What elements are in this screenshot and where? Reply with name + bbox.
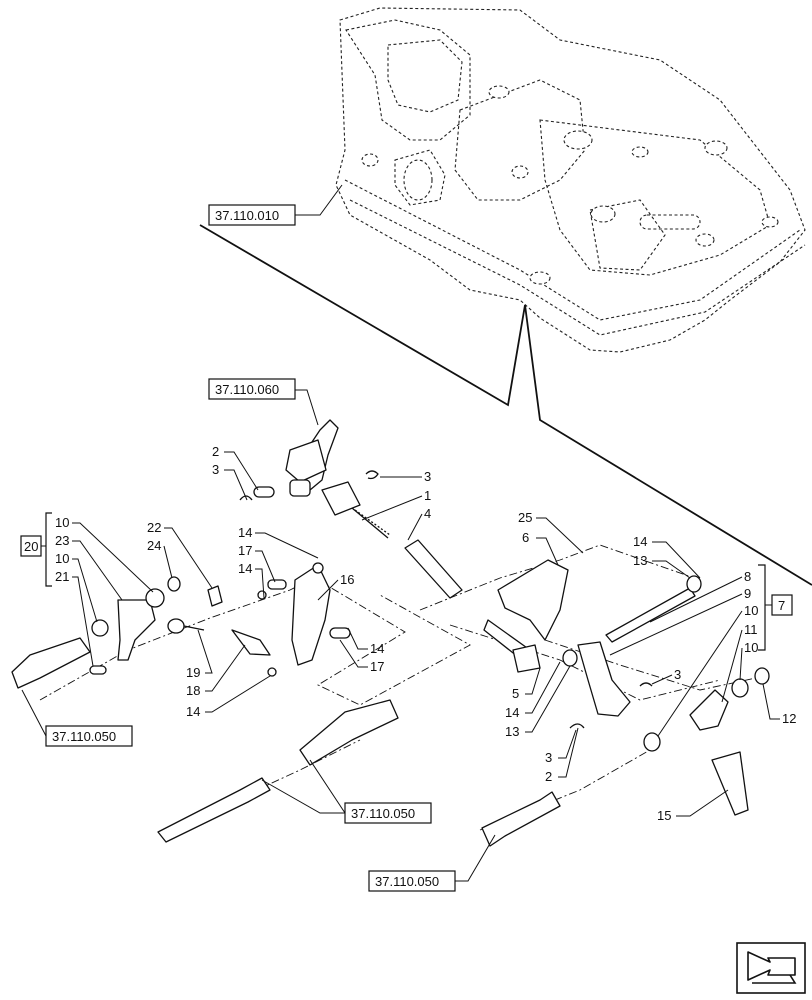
callout-16: 16 [340, 572, 354, 587]
left-arm-assembly [11, 576, 223, 689]
ref-box-bottom[interactable]: 37.110.050 [368, 834, 496, 892]
callout-13: 13 [633, 553, 647, 568]
ref-top-text: 37.110.010 [215, 208, 279, 223]
group-right-label: 7 [778, 598, 785, 613]
callout-14: 14 [238, 561, 252, 576]
housing-pointer-lines [199, 224, 812, 586]
callout-14: 14 [370, 641, 384, 656]
callout-19: 19 [186, 665, 200, 680]
callouts: 2 3 3 1 4 10 23 10 21 22 24 14 17 14 16 … [55, 444, 796, 823]
callout-3: 3 [212, 462, 219, 477]
alignment-lines [39, 544, 771, 831]
callout-2: 2 [545, 769, 552, 784]
callout-10: 10 [744, 640, 758, 655]
callout-18: 18 [186, 683, 200, 698]
group-left-label: 20 [24, 539, 38, 554]
shaft-bottom [481, 791, 561, 847]
callout-3: 3 [424, 469, 431, 484]
callout-8: 8 [744, 569, 751, 584]
pins-and-clips-top [239, 470, 379, 501]
callout-24: 24 [147, 538, 161, 553]
view-orientation-arrow-icon[interactable] [736, 942, 806, 994]
callout-13: 13 [505, 724, 519, 739]
callout-25: 25 [518, 510, 532, 525]
ref-box-left[interactable]: 37.110.050 [21, 689, 133, 747]
callout-4: 4 [424, 506, 431, 521]
lift-housing-ghost [335, 7, 806, 353]
callout-6: 6 [522, 530, 529, 545]
callout-1: 1 [424, 488, 431, 503]
callout-3: 3 [545, 750, 552, 765]
callout-10: 10 [55, 551, 69, 566]
group-bracket-left: 20 [20, 512, 52, 587]
callout-17: 17 [370, 659, 384, 674]
callout-14: 14 [633, 534, 647, 549]
callout-2: 2 [212, 444, 219, 459]
callout-23: 23 [55, 533, 69, 548]
callout-17: 17 [238, 543, 252, 558]
callout-14: 14 [505, 705, 519, 720]
sleeve-4 [404, 539, 463, 599]
callout-22: 22 [147, 520, 161, 535]
spring-15 [711, 751, 749, 816]
ref-center-text: 37.110.050 [351, 806, 415, 821]
callout-9: 9 [744, 586, 751, 601]
ref-box-center[interactable]: 37.110.050 [261, 759, 432, 824]
ref-bottom-text: 37.110.050 [375, 874, 439, 889]
callout-10: 10 [55, 515, 69, 530]
callout-14: 14 [186, 704, 200, 719]
center-plate-assembly [167, 562, 351, 677]
control-lever-assembly [285, 419, 391, 539]
shaft-center [157, 699, 399, 843]
callout-3: 3 [674, 667, 681, 682]
ref-box-control[interactable]: 37.110.060 [208, 378, 319, 426]
callout-14: 14 [238, 525, 252, 540]
callout-5: 5 [512, 686, 519, 701]
callout-12: 12 [782, 711, 796, 726]
ref-box-top[interactable]: 37.110.010 [208, 184, 343, 226]
callout-15: 15 [657, 808, 671, 823]
ref-control-text: 37.110.060 [215, 382, 279, 397]
callout-21: 21 [55, 569, 69, 584]
callout-11: 11 [744, 622, 758, 637]
group-bracket-right: 7 [758, 564, 793, 651]
right-lever-assembly [483, 559, 770, 752]
ref-left-text: 37.110.050 [52, 729, 116, 744]
callout-10: 10 [744, 603, 758, 618]
